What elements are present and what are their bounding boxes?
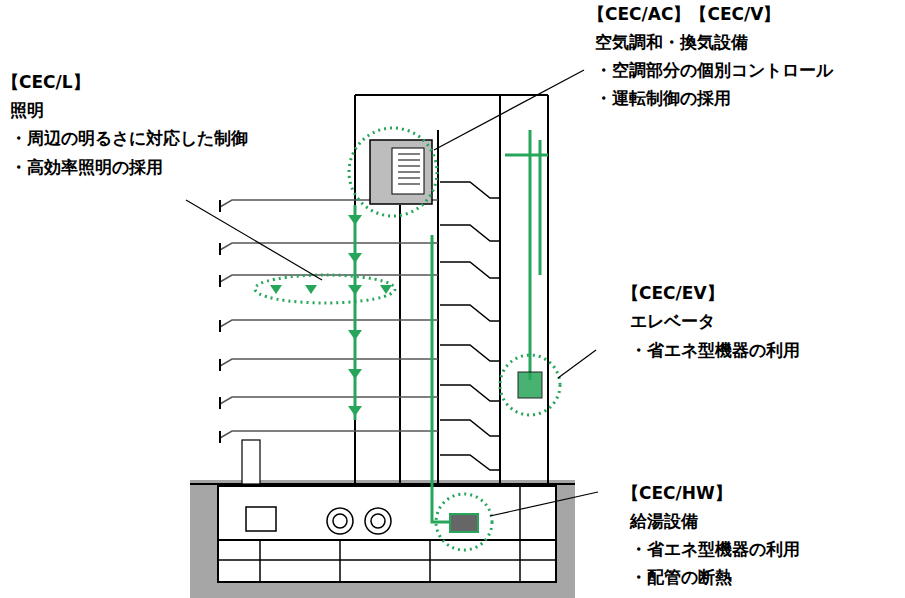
callout-item: ・高効率照明の採用 — [10, 157, 163, 177]
callout-code: 【CEC/EV】 — [622, 283, 724, 303]
callout-item: ・配管の断熱 — [630, 567, 732, 587]
callout-title: エレベータ — [630, 311, 715, 331]
callout-code: 【CEC/L】 — [2, 72, 90, 92]
callout-item: ・省エネ型機器の利用 — [630, 340, 800, 360]
callout-item: ・省エネ型機器の利用 — [630, 539, 800, 559]
callout-item: ・周辺の明るさに対応した制御 — [10, 128, 248, 148]
callout-code: 【CEC/AC】【CEC/V】 — [588, 4, 780, 24]
callout-code: 【CEC/HW】 — [622, 483, 732, 503]
callout-title: 給湯設備 — [630, 511, 698, 531]
callout-title: 空気調和・換気設備 — [595, 32, 748, 52]
callout-title: 照明 — [10, 100, 44, 120]
callout-item: ・空調部分の個別コントロール — [595, 60, 833, 80]
callout-item: ・運転制御の採用 — [595, 88, 731, 108]
